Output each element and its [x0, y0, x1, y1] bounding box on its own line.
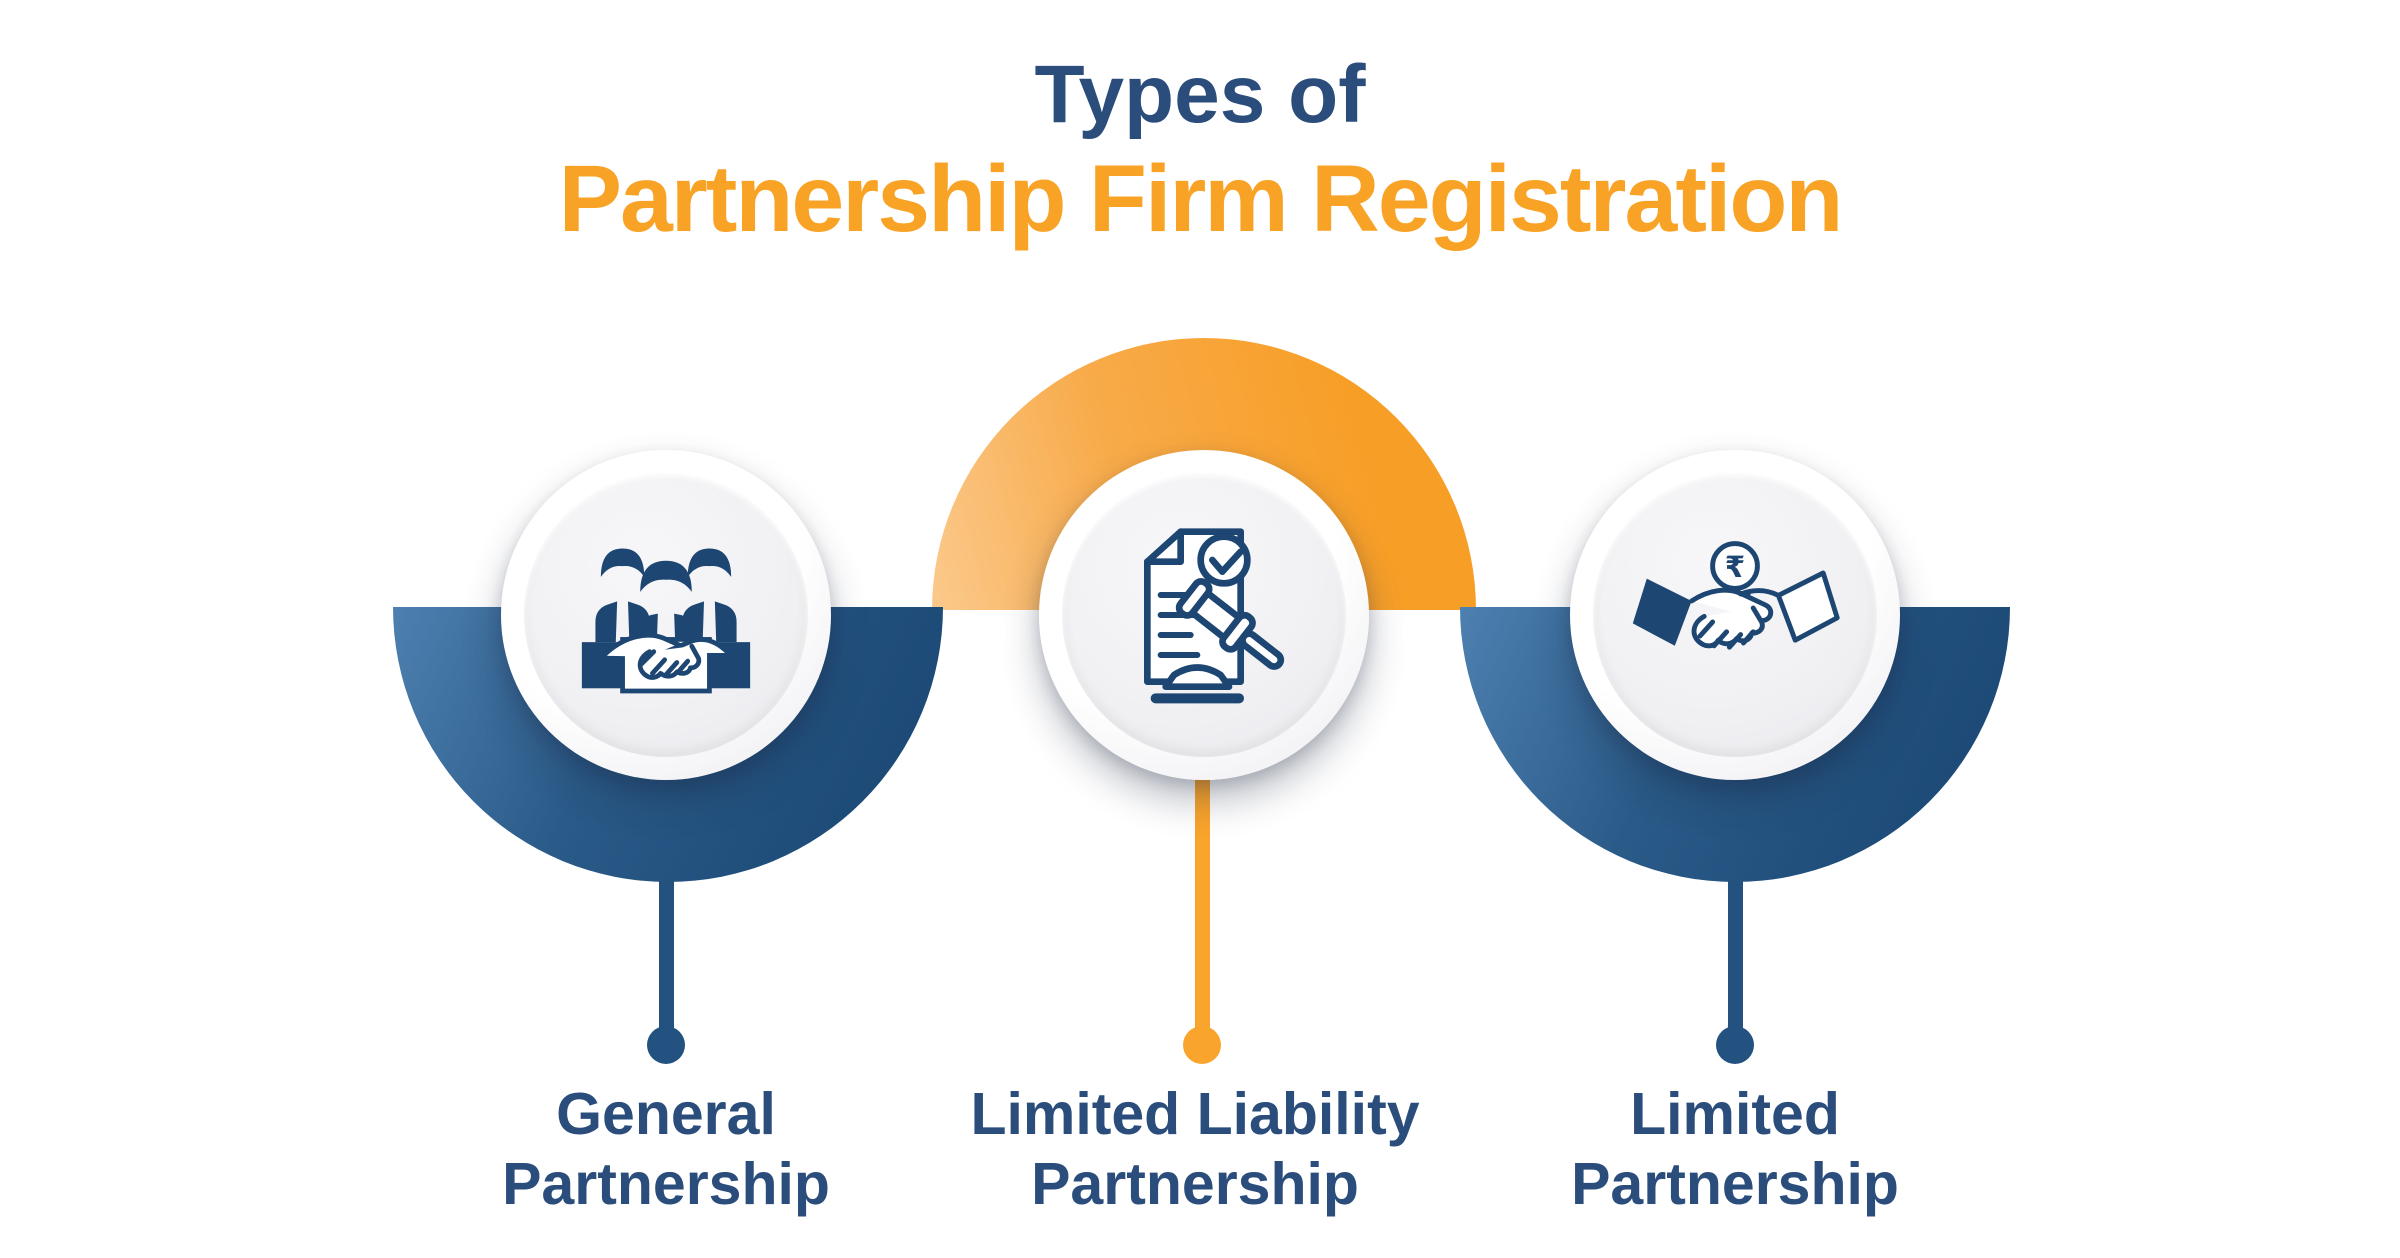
icon-circle — [1039, 450, 1369, 780]
page-title: Types of — [1034, 49, 1366, 140]
icon-circle — [501, 450, 831, 780]
team-handshake-icon — [581, 548, 751, 694]
page-subtitle: Partnership Firm Registration — [558, 146, 1844, 253]
document-gavel-icon — [1144, 528, 1285, 704]
header: Types of Partnership Firm Registration — [0, 49, 2400, 253]
item-label: General Partnership — [502, 1081, 830, 1217]
connector-dot — [1183, 1026, 1221, 1064]
connector-dot — [1716, 1026, 1754, 1064]
item-label: Limited Liability Partnership — [970, 1081, 1420, 1217]
icon-circle: ₹ — [1570, 450, 1900, 780]
connector-dot — [647, 1026, 685, 1064]
handshake-rupee-icon: ₹ — [1632, 541, 1840, 650]
svg-text:₹: ₹ — [1725, 550, 1745, 584]
connector-line — [1195, 700, 1210, 1044]
item-label: Limited Partnership — [1571, 1081, 1899, 1217]
